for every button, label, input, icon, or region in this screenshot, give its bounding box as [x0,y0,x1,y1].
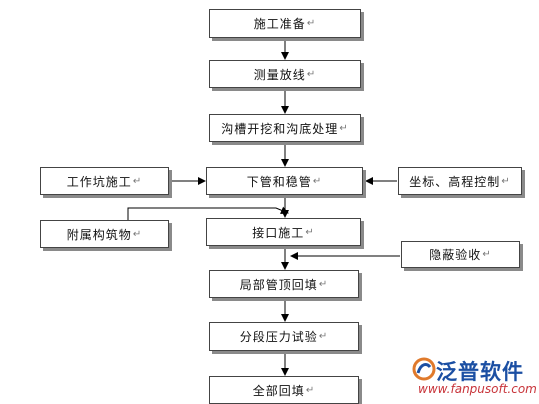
paragraph-mark: ↵ [312,175,323,187]
step-partial-backfill: 局部管顶回填↵ [209,270,359,298]
paragraph-mark: ↵ [306,18,317,29]
paragraph-mark: ↵ [306,68,317,80]
side-label: 隐蔽验收 [429,248,482,262]
step-label: 接口施工 [252,225,305,240]
step-label: 沟槽开挖和沟底处理 [221,121,339,136]
step-full-backfill: 全部回填↵ [209,376,359,404]
brand-name: 泛普软件 [436,360,524,384]
paragraph-mark: ↵ [339,122,349,134]
step-label: 局部管顶回填 [239,277,318,292]
step-survey-layout: 测量放线↵ [209,60,361,88]
side-concealed-acceptance: 隐蔽验收↵ [401,241,520,268]
brand-watermark: 泛普软件 www.fanpusoft.com [408,354,538,400]
step-pressure-test: 分段压力试验↵ [209,322,359,351]
brand-url: www.fanpusoft.com [418,382,537,396]
paragraph-mark: ↵ [318,331,329,342]
arrow-ancillary-to-main [127,206,289,220]
side-ancillary-structures: 附属构筑物↵ [40,220,169,248]
step-label: 分段压力试验 [239,330,318,344]
step-pipe-laying: 下管和稳管↵ [206,167,363,195]
side-label: 坐标、高程控制 [409,174,501,189]
step-label: 全部回填 [252,383,305,398]
paragraph-mark: ↵ [132,228,143,240]
side-pit-construction: 工作坑施工↵ [40,167,169,195]
side-elevation-control: 坐标、高程控制↵ [398,167,522,195]
step-label: 下管和稳管 [246,174,312,189]
paragraph-mark: ↵ [482,249,492,260]
paragraph-mark: ↵ [305,226,315,238]
paragraph-mark: ↵ [501,175,511,187]
step-label: 施工准备 [253,17,306,31]
step-label: 测量放线 [253,67,306,82]
step-trench-excavation: 沟槽开挖和沟底处理↵ [209,114,361,142]
side-label: 工作坑施工 [66,174,132,189]
step-construction-prep: 施工准备↵ [209,9,361,38]
step-joint-construction: 接口施工↵ [206,218,361,246]
brand-logo-icon [412,357,436,381]
paragraph-mark: ↵ [318,278,329,290]
paragraph-mark: ↵ [305,384,316,396]
side-label: 附属构筑物 [66,227,132,242]
paragraph-mark: ↵ [132,175,143,187]
